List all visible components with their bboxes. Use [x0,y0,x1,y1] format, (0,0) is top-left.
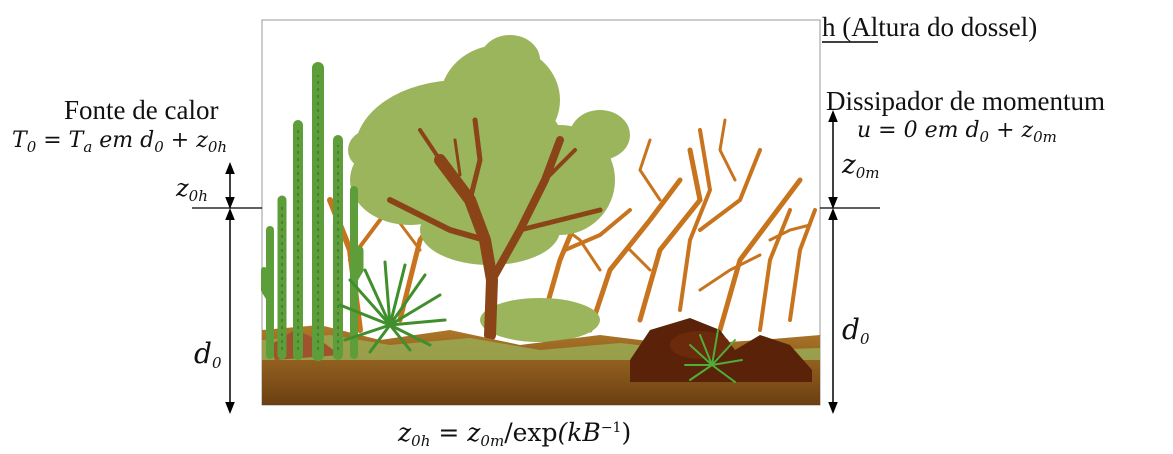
canopy-height-label: h (Altura do dossel) [822,14,1037,41]
momentum-equation: u = 0 em d0 + z0m [857,120,1057,145]
z0h-label: z0h [176,176,208,204]
bottom-equation: z0h = z0m/exp(kB−1) [398,420,631,449]
heat-source-label: Fonte de calor [64,97,218,124]
momentum-sink-label: Dissipador de momentum [826,88,1105,115]
heat-equation: T0 = Ta em d0 + z0h [12,130,227,155]
d0-label-right: d0 [842,316,869,347]
d0-label-left: d0 [194,340,221,371]
z0m-label: z0m [842,152,879,181]
